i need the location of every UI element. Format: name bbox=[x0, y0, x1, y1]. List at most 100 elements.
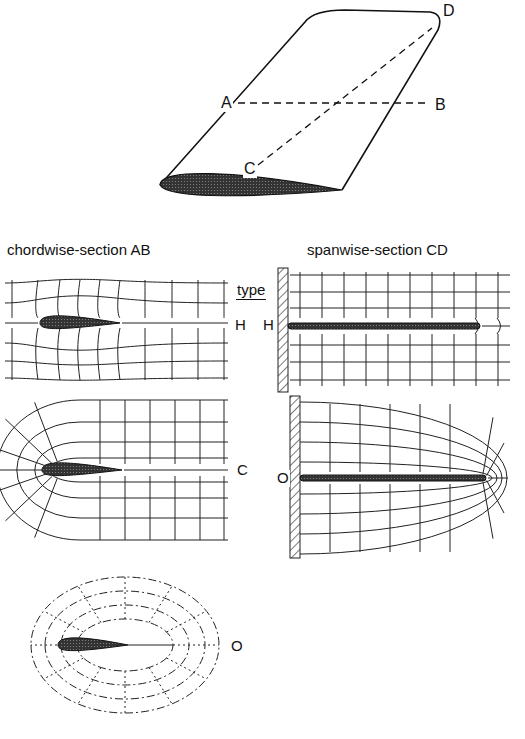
grid-line bbox=[78, 586, 101, 622]
wall bbox=[290, 396, 300, 558]
grid-line bbox=[488, 478, 508, 479]
grid-line bbox=[5, 296, 228, 303]
grid-line bbox=[322, 334, 323, 386]
grid-line bbox=[5, 476, 52, 521]
grid-line bbox=[300, 272, 301, 318]
grid-line bbox=[36, 328, 38, 380]
type-heading: type bbox=[236, 282, 266, 300]
grid-line bbox=[124, 470, 228, 471]
grid-line bbox=[454, 272, 455, 318]
grid-line bbox=[167, 611, 207, 632]
wing-plate bbox=[288, 323, 480, 329]
grid-line bbox=[366, 272, 367, 318]
grid-line bbox=[5, 419, 52, 464]
section-line bbox=[238, 102, 428, 103]
grid-line bbox=[390, 484, 391, 552]
grid-line bbox=[482, 326, 510, 327]
grid-line bbox=[300, 462, 492, 494]
wing-plate bbox=[300, 475, 486, 481]
grid-line bbox=[98, 280, 100, 318]
grid-line bbox=[290, 275, 510, 276]
grid-line bbox=[12, 280, 13, 318]
grid-line bbox=[149, 586, 172, 622]
grid-line bbox=[44, 658, 84, 679]
grid-line bbox=[300, 402, 507, 554]
grid-line bbox=[450, 404, 451, 472]
grid-line bbox=[390, 404, 391, 472]
grid-line bbox=[0, 445, 49, 467]
wall bbox=[278, 268, 288, 392]
grid-line bbox=[78, 668, 101, 704]
grid-line bbox=[172, 328, 173, 380]
point-letter: D bbox=[442, 2, 456, 20]
grid-line bbox=[78, 280, 80, 318]
grid-line bbox=[36, 280, 38, 318]
grid-line bbox=[224, 476, 225, 540]
section-heading: chordwise-section AB bbox=[6, 242, 151, 259]
grid-line bbox=[150, 476, 151, 540]
grid-line bbox=[498, 272, 499, 318]
grid-line bbox=[198, 280, 199, 318]
grid-line bbox=[200, 476, 201, 540]
grid-line bbox=[0, 473, 49, 495]
point-letter: B bbox=[434, 96, 447, 114]
grid-line bbox=[5, 343, 228, 350]
grid-line bbox=[344, 334, 345, 386]
grid-line bbox=[125, 577, 126, 619]
grid-line bbox=[5, 323, 38, 324]
grid-line bbox=[172, 280, 173, 318]
point-letter: A bbox=[220, 94, 233, 112]
grid-line bbox=[410, 334, 411, 386]
grid-line bbox=[145, 328, 146, 380]
grid-line bbox=[224, 328, 225, 380]
grid-line bbox=[450, 484, 451, 552]
grid-line bbox=[290, 362, 510, 363]
airfoil bbox=[40, 316, 120, 329]
grid-line bbox=[78, 328, 80, 380]
grid-line bbox=[149, 668, 172, 704]
grid-line bbox=[498, 334, 499, 386]
grid-line bbox=[150, 400, 151, 464]
airfoil bbox=[58, 638, 128, 651]
grid-line bbox=[58, 280, 60, 318]
airfoil bbox=[42, 463, 122, 476]
grid-line bbox=[476, 334, 477, 386]
grid-line bbox=[290, 380, 510, 381]
grid-line bbox=[198, 328, 199, 380]
grid-line bbox=[58, 328, 60, 380]
grid-line bbox=[420, 404, 421, 472]
grid-line bbox=[125, 476, 126, 540]
grid-line bbox=[420, 484, 421, 552]
grid-line bbox=[476, 272, 477, 318]
grid-line bbox=[487, 443, 504, 476]
grid-line bbox=[366, 334, 367, 386]
grid-line bbox=[290, 308, 510, 309]
grid-line bbox=[200, 400, 201, 464]
grid-line bbox=[0, 470, 48, 471]
grid-line bbox=[5, 361, 228, 365]
grid-line bbox=[330, 484, 331, 552]
type-letter: H bbox=[262, 317, 275, 334]
point-letter: C bbox=[243, 160, 257, 178]
grid-line bbox=[388, 334, 389, 386]
type-letter: H bbox=[234, 317, 247, 334]
grid-line bbox=[344, 272, 345, 318]
grid-line bbox=[128, 645, 173, 646]
grid-line bbox=[290, 292, 510, 293]
grid-line bbox=[122, 323, 228, 324]
grid-line bbox=[224, 280, 225, 318]
section-heading: spanwise-section CD bbox=[306, 242, 449, 259]
grid-line bbox=[100, 400, 101, 464]
grid-line bbox=[173, 645, 219, 646]
grid-line bbox=[167, 658, 207, 679]
grid-line bbox=[330, 404, 331, 472]
grid-line bbox=[118, 280, 120, 318]
grid-line bbox=[145, 280, 146, 318]
grid-line bbox=[17, 422, 228, 518]
type-letter: O bbox=[276, 470, 290, 487]
grid-line bbox=[44, 611, 84, 632]
grid-line bbox=[98, 328, 100, 380]
grid-line bbox=[125, 400, 126, 464]
section-line bbox=[258, 28, 432, 165]
